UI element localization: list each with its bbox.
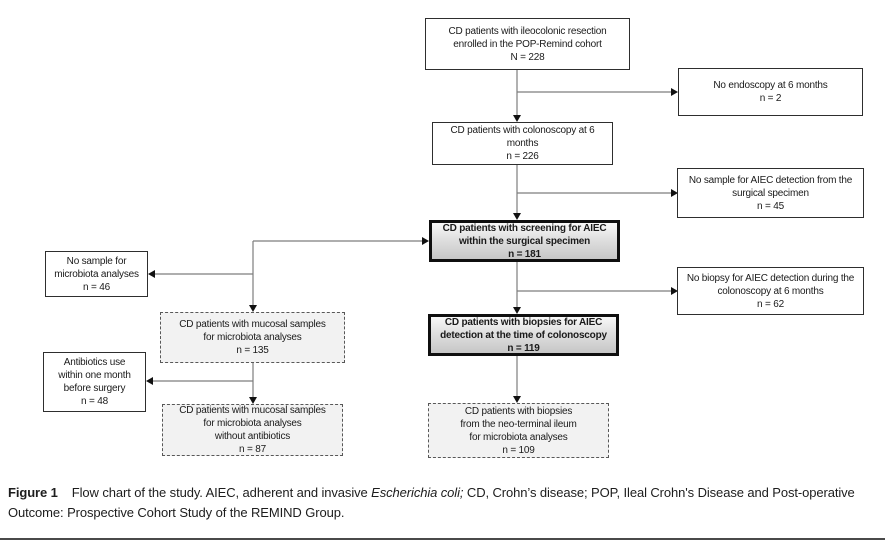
box-text-line: for microbiota analyses bbox=[203, 418, 302, 429]
connector-lines bbox=[150, 70, 673, 400]
box-count: n = 2 bbox=[759, 93, 782, 104]
box-count: n = 62 bbox=[757, 298, 784, 310]
box-count: n = 135 bbox=[236, 345, 269, 356]
flow-box-colonoscopy: CD patients with colonoscopy at 6 months… bbox=[432, 122, 613, 165]
box-text-line: No sample for AIEC detection from the bbox=[688, 174, 853, 186]
box-text-line: CD patients with colonoscopy at 6 bbox=[450, 125, 595, 136]
box-text-line: for microbiota analyses bbox=[469, 431, 568, 443]
bottom-divider bbox=[0, 538, 885, 540]
box-text-line: from the neo-terminal ileum bbox=[460, 418, 577, 430]
box-text-line: detection at the time of colonoscopy bbox=[440, 329, 607, 341]
flow-box-antibiotics-use: Antibiotics use within one month before … bbox=[43, 352, 146, 412]
box-count: n = 45 bbox=[757, 200, 784, 212]
box-text-line: within the surgical specimen bbox=[458, 235, 591, 247]
box-count: N = 228 bbox=[510, 51, 545, 63]
box-text-line: CD patients with ileocolonic resection bbox=[448, 25, 607, 37]
caption-italic-species: Escherichia coli; bbox=[371, 485, 464, 500]
flow-box-no-endoscopy: No endoscopy at 6 months n = 2 bbox=[678, 68, 863, 116]
flow-box-no-biopsy: No biopsy for AIEC detection during the … bbox=[677, 267, 864, 315]
flow-box-neo-terminal-ileum: CD patients with biopsies from the neo-t… bbox=[428, 403, 609, 458]
flow-connectors bbox=[146, 70, 678, 404]
box-text-line: Antibiotics use bbox=[63, 357, 126, 368]
caption-text: CD, Crohn’s disease; POP, Ileal Crohn's … bbox=[463, 485, 855, 500]
caption-line-2: Outcome: Prospective Cohort Study of the… bbox=[8, 505, 345, 521]
box-count: n = 48 bbox=[81, 396, 108, 407]
box-text-line: No endoscopy at 6 months bbox=[713, 80, 828, 91]
caption-text: Flow chart of the study. AIEC, adherent … bbox=[71, 485, 372, 500]
box-count: n = 181 bbox=[508, 248, 541, 260]
box-text-line: microbiota analyses bbox=[54, 268, 139, 280]
box-text-line: CD patients with mucosal samples bbox=[179, 405, 326, 416]
figure-label: Figure 1 bbox=[8, 485, 58, 500]
flow-box-screening-aiec: CD patients with screening for AIEC with… bbox=[429, 220, 620, 262]
box-text-line: CD patients with mucosal samples bbox=[179, 319, 326, 330]
box-count: n = 46 bbox=[83, 281, 110, 293]
box-text-line: No biopsy for AIEC detection during the bbox=[686, 272, 855, 284]
box-text-line: CD patients with screening for AIEC bbox=[442, 222, 607, 234]
flow-box-mucosal-samples-87: CD patients with mucosal samples for mic… bbox=[162, 404, 343, 456]
box-count: n = 226 bbox=[506, 151, 539, 162]
box-text-line: CD patients with biopsies bbox=[464, 405, 573, 417]
flow-box-no-sample-microbiota: No sample for microbiota analyses n = 46 bbox=[45, 251, 148, 297]
connector-arrowheads bbox=[146, 88, 678, 404]
box-text-line: CD patients with biopsies for AIEC bbox=[444, 316, 603, 328]
box-count: n = 87 bbox=[239, 444, 266, 455]
box-text-line: months bbox=[506, 138, 539, 149]
figure-caption: Figure 1 Flow chart of the study. AIEC, a… bbox=[8, 483, 880, 523]
box-text-line: No sample for bbox=[66, 255, 127, 267]
box-text-line: for microbiota analyses bbox=[203, 332, 302, 343]
box-text-line: without antibiotics bbox=[214, 431, 291, 442]
flow-box-enrolled: CD patients with ileocolonic resection e… bbox=[425, 18, 630, 70]
box-text-line: enrolled in the POP-Remind cohort bbox=[453, 38, 602, 50]
flow-box-no-sample-aiec: No sample for AIEC detection from the su… bbox=[677, 168, 864, 218]
box-count: n = 119 bbox=[507, 342, 540, 354]
box-text-line: before surgery bbox=[63, 383, 126, 394]
flow-box-biopsies-aiec: CD patients with biopsies for AIEC detec… bbox=[428, 314, 619, 356]
flow-box-mucosal-samples-135: CD patients with mucosal samples for mic… bbox=[160, 312, 345, 363]
caption-line-1: Figure 1 Flow chart of the study. AIEC, a… bbox=[8, 483, 880, 503]
box-text-line: colonoscopy at 6 months bbox=[717, 285, 824, 297]
box-count: n = 109 bbox=[502, 444, 535, 456]
box-text-line: within one month bbox=[58, 370, 131, 381]
box-text-line: surgical specimen bbox=[732, 187, 809, 199]
